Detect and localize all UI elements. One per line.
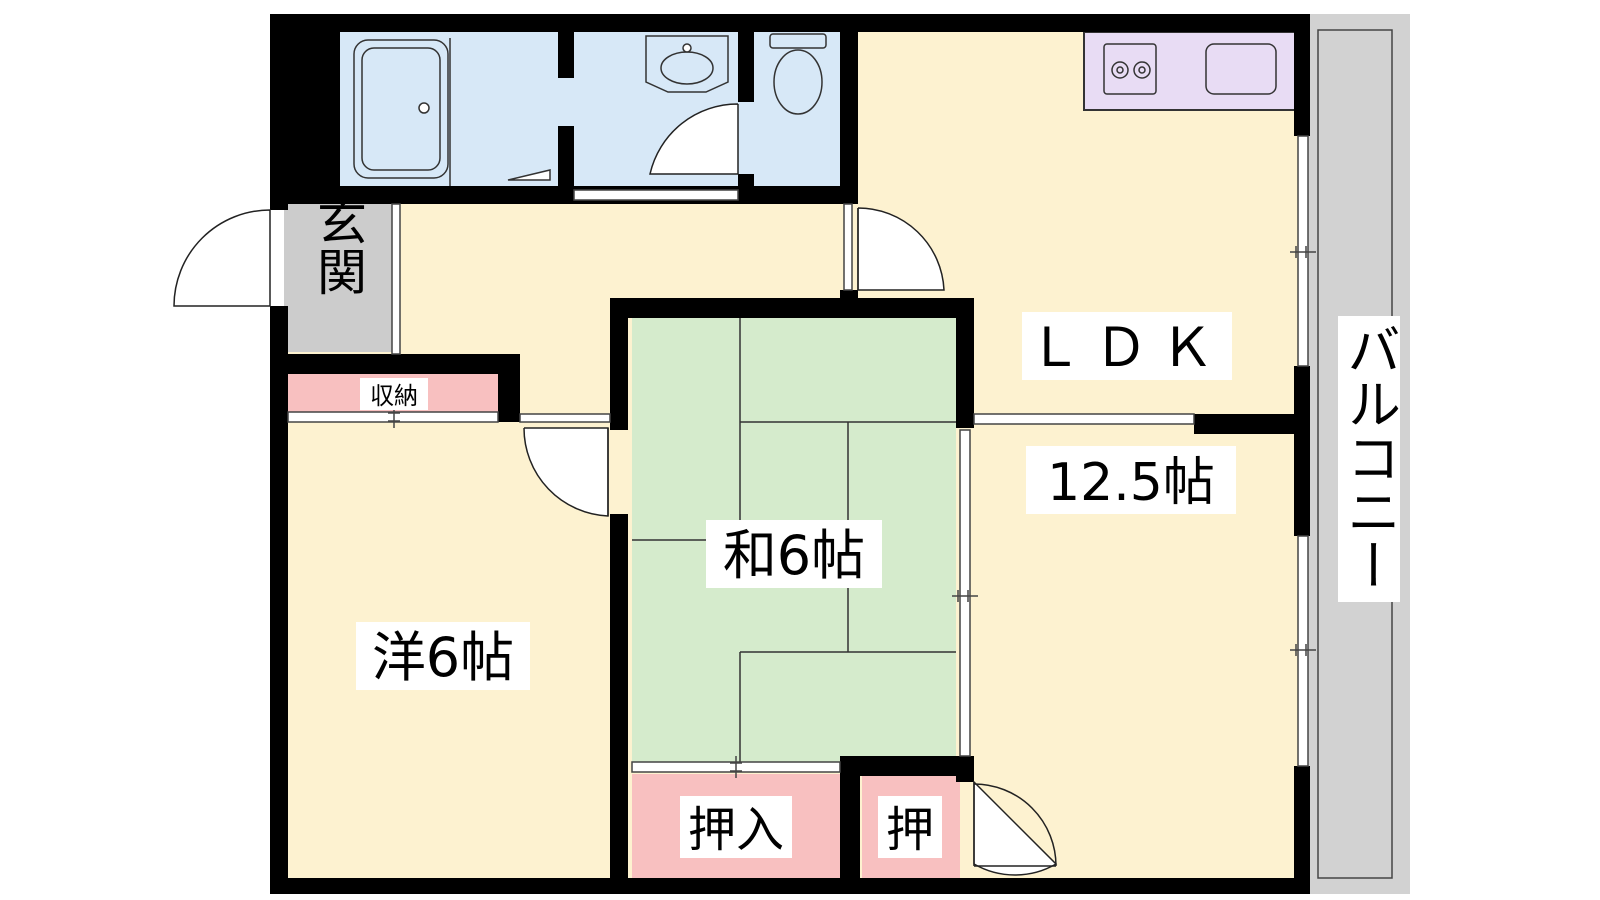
washitsu-label: 和6帖 (723, 524, 865, 587)
swing-doors (173, 103, 1058, 876)
closet-large-label-plate (680, 796, 792, 858)
sliding-door-ticks (388, 246, 1316, 778)
entrance-floor (284, 204, 392, 352)
bath-door-icon (507, 169, 551, 181)
washbasin-icon (645, 35, 729, 93)
western-label-plate (356, 622, 530, 690)
ldk-size-label-plate (1026, 446, 1236, 514)
closet-small-label-plate (878, 796, 942, 858)
kitchen-sink-icon (1205, 43, 1277, 95)
washitsu-label-plate (706, 520, 882, 588)
closet-large-label: 押入 (688, 802, 784, 858)
storage-label: 収納 (370, 382, 418, 410)
balcony-label: バルコニー (1338, 322, 1401, 592)
storage-label-plate (360, 378, 428, 410)
walls (270, 14, 1310, 894)
western-room-label: 洋6帖 (372, 626, 514, 689)
ldk-label: ＬＤＫ (1028, 316, 1226, 379)
closet-small-label: 押 (886, 802, 934, 858)
ldk-size-label: 12.5帖 (1047, 453, 1215, 513)
entrance-label: 玄関 (309, 196, 367, 296)
balcony-label-plate (1338, 316, 1400, 602)
stove-icon (1103, 43, 1157, 95)
bathtub-icon (353, 39, 449, 179)
ldk-label-plate (1022, 312, 1232, 380)
toilet-icon (769, 33, 827, 115)
sliding-doors (287, 135, 1309, 773)
